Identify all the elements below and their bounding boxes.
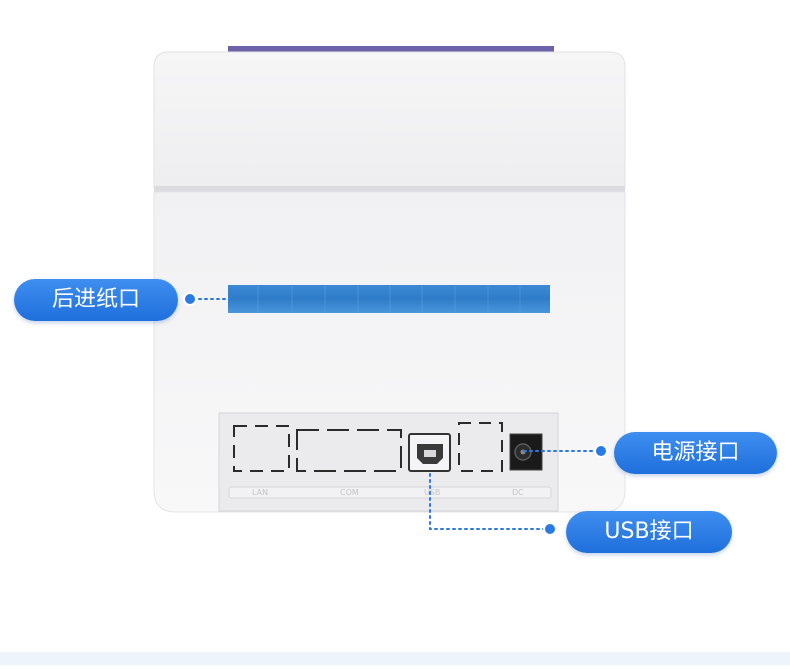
leader-dot-usb [543,522,557,536]
marking-com: COM [340,488,359,497]
label-usb-port: USB接口 [566,511,732,553]
marking-usb: USB [424,488,440,497]
printer-lid [153,51,626,189]
lid-window-strip [228,46,554,52]
markings-strip [228,486,552,499]
bottom-band [0,652,790,665]
com-port [296,429,402,472]
leader-dot-power [594,444,608,458]
spare-port [458,422,503,472]
marking-dc: DC [512,488,524,497]
lan-port [233,425,290,472]
leader-line-usb [429,473,549,530]
rear-paper-slot [228,285,550,313]
leader-dot-rear-slot [183,292,197,306]
label-rear-paper-slot: 后进纸口 [14,279,178,321]
label-power-port: 电源接口 [614,432,777,474]
marking-lan: LAN [252,488,268,497]
